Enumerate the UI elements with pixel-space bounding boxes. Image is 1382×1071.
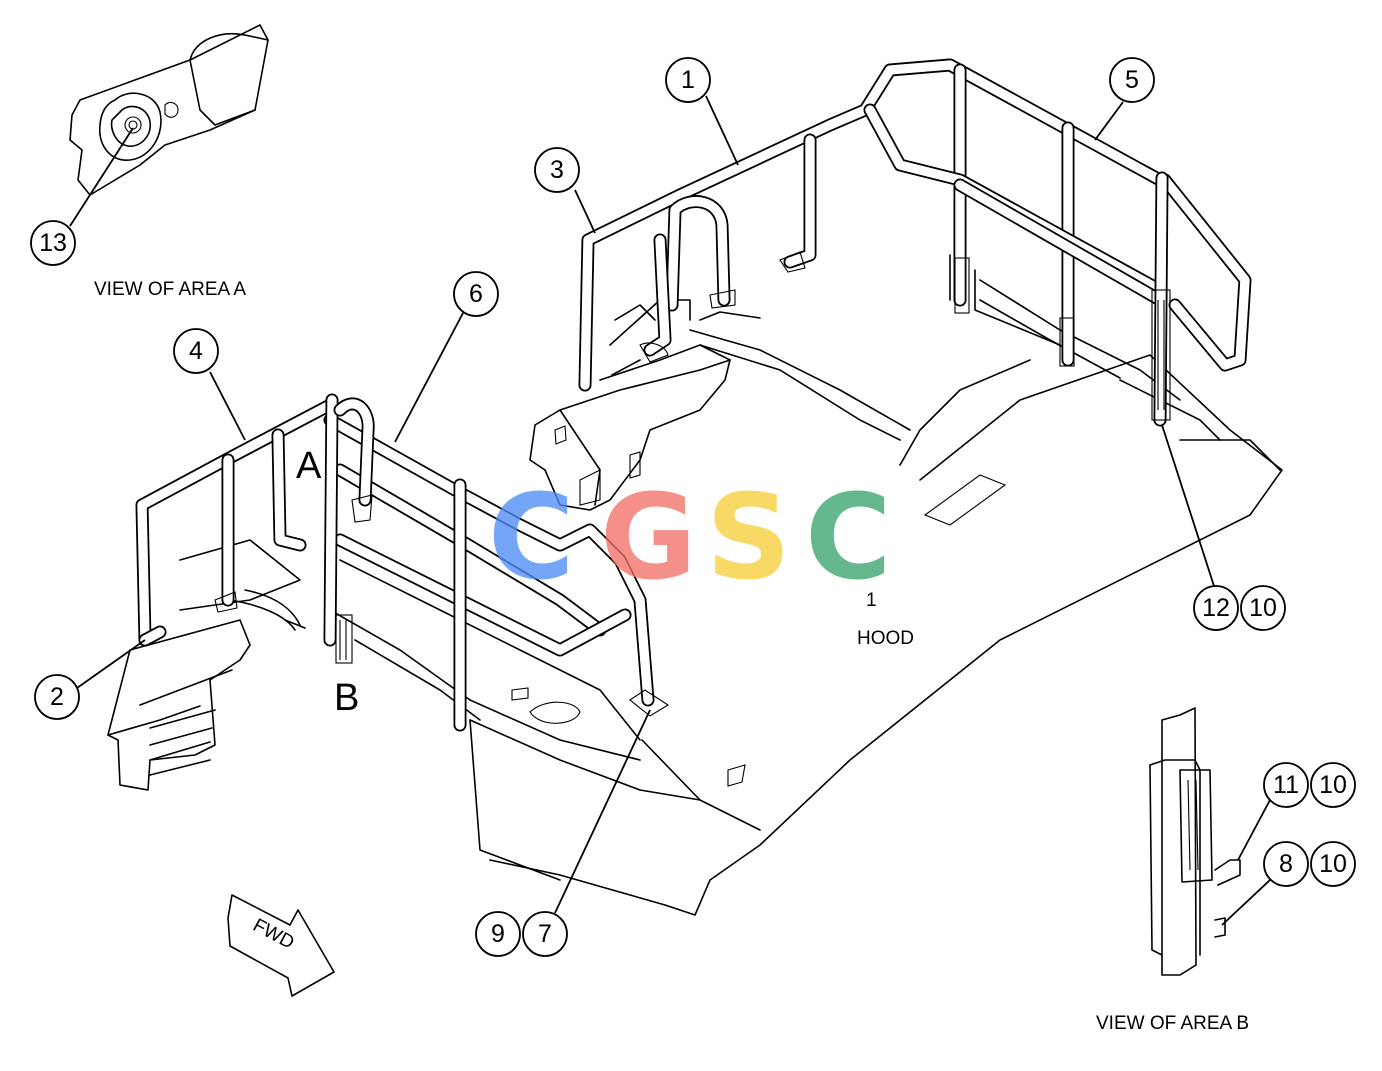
callout-7: 7 [522, 911, 568, 957]
watermark-letter-1: C [488, 468, 575, 606]
callout-8: 8 [1263, 841, 1309, 887]
view-area-a-detail [69, 24, 269, 196]
area-b-marker: B [334, 677, 359, 719]
callout-1-label: 1 [681, 66, 695, 94]
callout-4-label: 4 [189, 337, 203, 365]
callout-11: 11 [1263, 762, 1309, 808]
callout-3-label: 3 [550, 156, 564, 184]
callout-4: 4 [173, 328, 219, 374]
view-area-b-detail [1149, 707, 1241, 976]
forward-arrow: FWD [227, 894, 335, 997]
callout-8-label: 8 [1279, 850, 1293, 878]
callout-5: 5 [1109, 57, 1155, 103]
fwd-label: FWD [249, 915, 297, 954]
callout-10-label: 10 [1249, 594, 1277, 622]
rail-mounts [214, 251, 1171, 717]
callout-12: 12 [1193, 585, 1239, 631]
callout-10-label: 10 [1319, 850, 1347, 878]
handrail-left [135, 398, 337, 647]
callout-10-area-rear: 10 [1240, 585, 1286, 631]
callout-7-label: 7 [538, 920, 552, 948]
watermark-letter-4: C [805, 468, 892, 606]
handrail-front [323, 393, 655, 732]
callout-9: 9 [475, 911, 521, 957]
watermark-letter-2: G [600, 468, 697, 606]
handrail-rear [578, 58, 1252, 427]
callout-2-label: 2 [50, 683, 64, 711]
callout-1: 1 [665, 57, 711, 103]
view-area-a-label: VIEW OF AREA A [94, 279, 246, 300]
cab-support [529, 299, 731, 511]
callout-9-label: 9 [491, 920, 505, 948]
callout-10-area-b-upper: 10 [1310, 762, 1356, 808]
leader-lines [69, 95, 1271, 926]
hood-label: HOOD [857, 628, 914, 649]
callout-11-label: 11 [1273, 771, 1299, 799]
callout-2: 2 [34, 674, 80, 720]
watermark-letter-3: S [706, 468, 791, 606]
callout-10-label: 10 [1319, 771, 1347, 799]
watermark-logo: C G S C [488, 468, 892, 606]
callout-13-label: 13 [39, 229, 67, 257]
callout-10-area-b-lower: 10 [1310, 841, 1356, 887]
view-area-b-label: VIEW OF AREA B [1096, 1013, 1249, 1034]
hood-index: 1 [866, 590, 877, 611]
callout-12-label: 12 [1202, 594, 1230, 622]
callout-5-label: 5 [1125, 66, 1139, 94]
callout-3: 3 [534, 147, 580, 193]
callout-6: 6 [453, 271, 499, 317]
area-a-marker: A [296, 445, 322, 487]
callout-13: 13 [30, 220, 76, 266]
callout-6-label: 6 [469, 280, 483, 308]
